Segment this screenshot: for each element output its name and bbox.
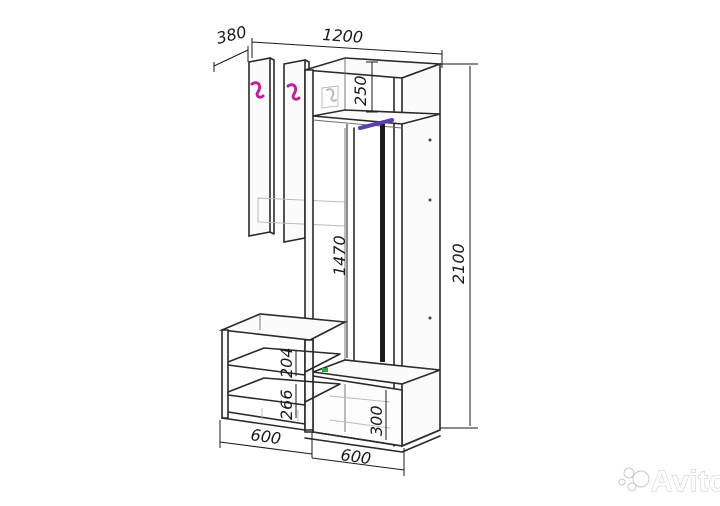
dimension-bench-width: 600 [219, 420, 313, 458]
hook-icon [286, 83, 301, 101]
clothes-rail [358, 118, 394, 130]
hook-icon [326, 88, 337, 102]
dimension-label-height-total: 2100 [449, 243, 468, 284]
dimension-label-depth: 380 [214, 22, 248, 48]
dimension-label-bench-upper: 204 [277, 347, 296, 378]
bench-shelf-unit [218, 313, 348, 431]
hanger-panel-left [248, 57, 275, 237]
watermark-label: Avito [651, 465, 720, 498]
dimension-height-total: 2100 [440, 63, 478, 429]
dimension-label-wardrobe-bottom: 300 [367, 405, 386, 436]
dimension-bench-upper: 204 [277, 347, 297, 378]
dimension-wardrobe-width: 600 [311, 445, 405, 476]
dimension-label-wardrobe-inner: 1470 [330, 235, 349, 276]
dimension-top-shelf: 250 [351, 61, 378, 113]
dimension-label-bench-width: 600 [249, 425, 282, 448]
dimension-label-top-shelf: 250 [351, 75, 370, 106]
dimension-depth: 380 [213, 22, 249, 72]
dimension-label-bench-lower: 266 [277, 389, 296, 420]
dimension-label-width-total: 1200 [322, 25, 364, 47]
wardrobe-cabinet [304, 57, 441, 453]
dimension-wardrobe-inner: 1470 [330, 124, 349, 358]
dimension-bench-lower: 266 [277, 384, 297, 420]
dimension-width-total: 1200 [251, 25, 443, 68]
dimension-label-wardrobe-width: 600 [339, 445, 372, 468]
avito-logo: Avito [618, 465, 720, 499]
avito-dots-icon [618, 467, 650, 492]
hook-icon [250, 81, 265, 99]
dimension-wardrobe-bottom: 300 [367, 390, 387, 440]
shelf-marker [322, 368, 328, 372]
